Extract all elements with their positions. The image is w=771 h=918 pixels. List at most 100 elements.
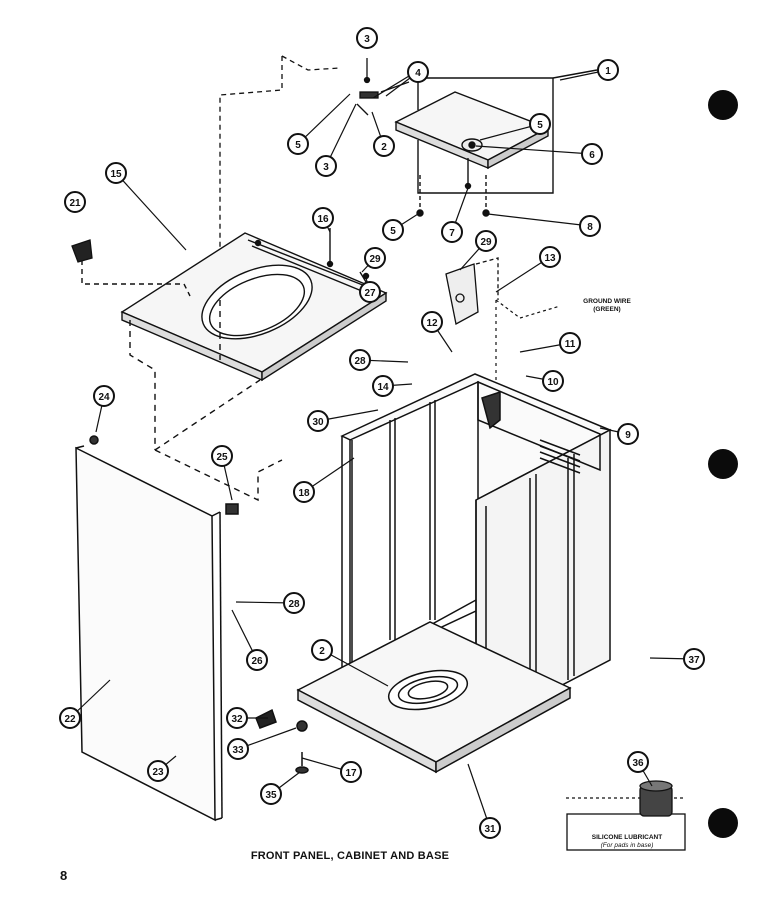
callout-number: 28 (354, 356, 366, 367)
callout-bubble (479, 817, 501, 839)
callout-bubble (683, 648, 705, 670)
callout-number: 2 (381, 142, 387, 153)
callout-number: 6 (589, 150, 595, 161)
callout-number: 29 (369, 254, 381, 265)
cabinet (340, 373, 612, 732)
callout-number: 4 (415, 68, 421, 79)
callout-bubble (356, 27, 378, 49)
callout-bubble (373, 135, 395, 157)
callout-bubble (382, 219, 404, 241)
callout-number: 28 (288, 599, 300, 610)
callout-leader (467, 763, 491, 829)
callout-number: 9 (625, 430, 631, 441)
callout-bubble (93, 385, 115, 407)
ground-wire-label: GROUND WIRE (GREEN) (583, 298, 631, 313)
callout-number: 37 (688, 655, 700, 666)
callout-number: 12 (426, 318, 438, 329)
callout-bubble (260, 783, 282, 805)
callout-bubble (421, 311, 443, 333)
callout-bubble (246, 649, 268, 671)
callout-number: 22 (64, 714, 76, 725)
callout-bubble (293, 481, 315, 503)
callout-leader (321, 649, 389, 687)
callout-number: 31 (484, 824, 496, 835)
callout-bubble (283, 592, 305, 614)
punch-hole (708, 449, 738, 479)
base (255, 621, 572, 774)
callout-bubble (627, 751, 649, 773)
callout-number: 8 (587, 222, 593, 233)
callout-leader (115, 172, 187, 251)
callout-number: 18 (298, 488, 310, 499)
lubricant-box (566, 780, 686, 851)
callout-number: 29 (480, 237, 492, 248)
callout-bubble (226, 707, 248, 729)
callout-bubble (59, 707, 81, 729)
top-panel (81, 228, 388, 502)
callout-bubble (559, 332, 581, 354)
punch-hole (708, 90, 738, 120)
callout-bubble (364, 247, 386, 269)
callout-number: 21 (69, 198, 81, 209)
callout-bubble (64, 191, 86, 213)
callout-number: 23 (152, 767, 164, 778)
bracket-31 (445, 257, 499, 325)
callout-number: 1 (605, 66, 611, 77)
callout-number: 7 (449, 228, 455, 239)
hinge-clips (219, 55, 410, 300)
callout-leader (475, 145, 593, 155)
callout-bubble (105, 162, 127, 184)
callout-number: 16 (317, 214, 329, 225)
figure-caption: FRONT PANEL, CABINET AND BASE (250, 850, 450, 862)
callout-bubble (211, 445, 233, 467)
lid-switch (71, 239, 93, 263)
callout-number: 5 (295, 140, 301, 151)
callout-bubble (579, 215, 601, 237)
callout-number: 32 (231, 714, 243, 725)
callout-bubble (315, 155, 337, 177)
callout-bubble (147, 760, 169, 782)
callout-number: 3 (364, 34, 370, 45)
callout-number: 30 (312, 417, 324, 428)
callout-number: 25 (216, 452, 228, 463)
ground-wire (495, 299, 561, 319)
page-number: 8 (60, 868, 68, 883)
callout-bubble (340, 761, 362, 783)
callout-number: 24 (98, 392, 110, 403)
callout-number: 35 (265, 790, 277, 801)
silicone-lubricant-label: SILICONE LUBRICANT (For pads in base) (591, 834, 663, 849)
callout-leader (297, 93, 351, 145)
punch-hole (708, 808, 738, 838)
callout-number: 26 (251, 656, 263, 667)
callout-bubble (287, 133, 309, 155)
callout-bubble (597, 59, 619, 81)
callout-bubble (617, 423, 639, 445)
callout-bubble (407, 61, 429, 83)
callout-bubble (311, 639, 333, 661)
callout-number: 17 (345, 768, 357, 779)
callout-bubble (349, 349, 371, 371)
callout-number: 13 (544, 253, 556, 264)
callout-number: 14 (377, 382, 389, 393)
callout-bubble (539, 246, 561, 268)
callout-leader (487, 213, 591, 227)
callout-bubble (441, 221, 463, 243)
callout-leader (325, 103, 357, 167)
callout-bubble (227, 738, 249, 760)
callout-bubble (529, 113, 551, 135)
callout-number: 15 (110, 169, 122, 180)
callout-bubble (475, 230, 497, 252)
callout-bubble (542, 370, 564, 392)
top-cover-assembly (394, 69, 598, 217)
callout-number: 27 (364, 288, 376, 299)
callout-group: 1233455567891011121314151617182122232425… (59, 27, 705, 839)
front-panel (75, 435, 239, 822)
callout-number: 5 (537, 120, 543, 131)
callout-bubble (312, 207, 334, 229)
callout-number: 2 (319, 646, 325, 657)
callout-bubble (372, 375, 394, 397)
callout-number: 5 (390, 226, 396, 237)
callout-bubble (359, 281, 381, 303)
callout-number: 11 (565, 339, 576, 350)
